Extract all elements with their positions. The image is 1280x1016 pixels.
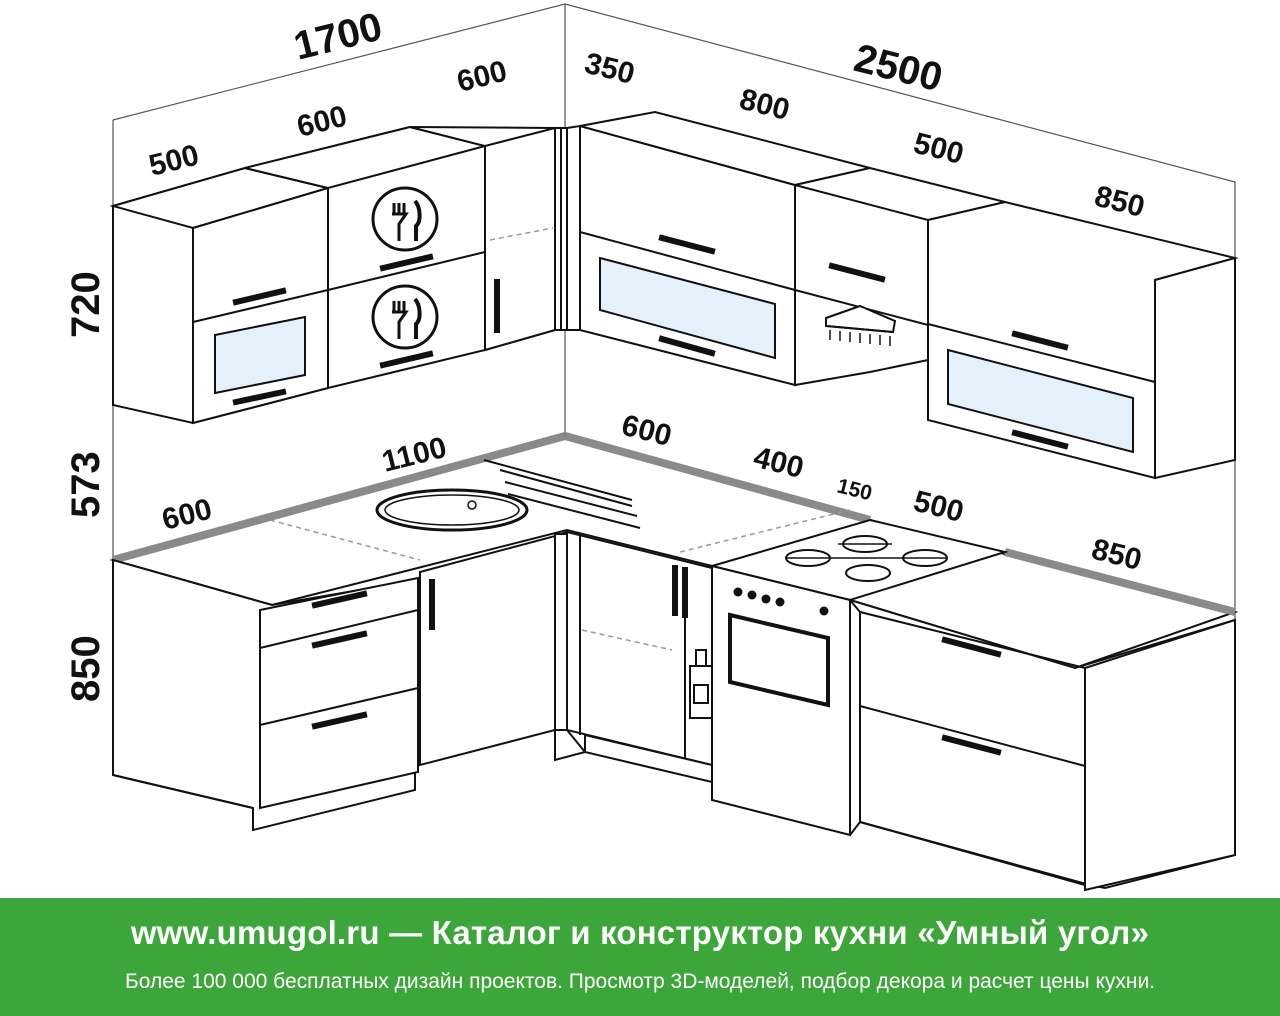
sink-icon (375, 459, 641, 532)
kitchen-drawing: 1700 2500 500 600 600 350 800 500 850 72… (64, 3, 1239, 892)
glass-panel (947, 348, 1134, 454)
dim-counter-right-400: 400 (750, 441, 807, 485)
footer-banner: www.umugol.ru — Каталог и конструктор ку… (0, 898, 1280, 1016)
cabinet-handle (379, 350, 434, 369)
dim-upper-left-500: 500 (146, 139, 203, 183)
upper-cabinet-right-800 (566, 110, 871, 387)
upper-cabinet-left-500 (109, 166, 332, 425)
dim-counter-right-500: 500 (910, 485, 967, 529)
cabinet-handle (1011, 330, 1069, 351)
drawer-handle (311, 711, 368, 730)
dim-height-upper: 720 (64, 271, 108, 338)
cabinet-handle (379, 253, 434, 272)
footer-title[interactable]: www.umugol.ru — Каталог и конструктор ку… (130, 914, 1150, 951)
drawer-handle (311, 630, 368, 649)
cabinet-handle (232, 388, 287, 406)
upper-cabinet-right-850 (927, 200, 1239, 480)
cabinet-handle (232, 287, 287, 306)
base-cabinet-left-sink (419, 531, 587, 767)
base-cabinet-left-drawers (112, 558, 420, 832)
dim-height-backsplash: 573 (64, 451, 108, 518)
cabinet-handle (1011, 429, 1069, 450)
cabinet-handle (658, 335, 716, 357)
oven-icon (711, 564, 851, 837)
glass-panel (214, 315, 306, 395)
upper-cabinet-left-600 (244, 125, 489, 390)
dim-height-base: 850 (64, 635, 108, 702)
cabinet-handle (658, 234, 716, 255)
upper-cabinet-corner-600 (409, 126, 568, 352)
dim-upper-corner-600: 600 (454, 55, 511, 99)
base-cabinet-right-850 (847, 598, 1236, 892)
drawer-handle (311, 590, 368, 609)
dim-upper-right-850: 850 (1091, 180, 1148, 224)
dim-upper-left-600: 600 (294, 100, 351, 144)
range-hood-icon (825, 304, 897, 346)
dim-upper-right-500: 500 (910, 127, 967, 171)
dim-counter-right-150: 150 (835, 475, 875, 506)
dim-upper-right-800: 800 (736, 83, 793, 127)
glass-panel (599, 256, 776, 360)
base-cabinet-right-corner (566, 530, 713, 784)
cabinet-handle (828, 262, 886, 283)
dim-counter-right-600: 600 (618, 409, 675, 453)
drawer-handle (941, 636, 1002, 658)
footer-subtitle: Более 100 000 бесплатных дизайн проектов… (124, 970, 1156, 993)
drawer-handle (941, 734, 1002, 756)
dim-upper-total-right: 2500 (850, 36, 947, 100)
dim-upper-total-left: 1700 (290, 5, 387, 69)
dim-counter-right-850: 850 (1088, 533, 1145, 577)
bottle-icon (689, 649, 713, 719)
dim-upper-right-350: 350 (581, 47, 638, 91)
fork-knife-plate-icon (371, 186, 439, 350)
